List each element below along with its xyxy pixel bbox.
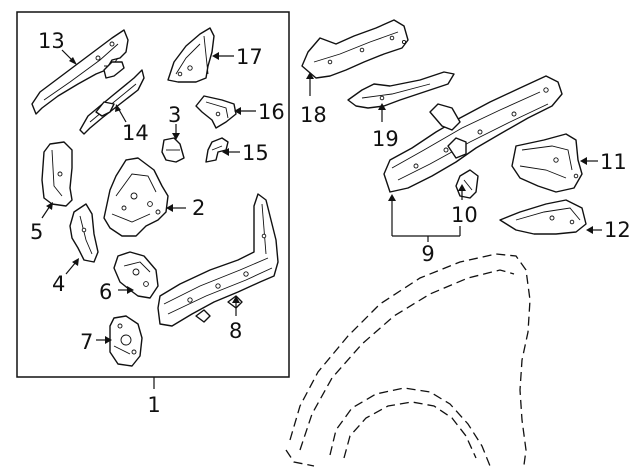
callout-19: 19 bbox=[372, 127, 399, 151]
arrow-14 bbox=[115, 104, 121, 112]
part-6-bracket-plate bbox=[113, 251, 159, 299]
arrow-6 bbox=[127, 286, 134, 294]
callout-17: 17 bbox=[236, 45, 263, 69]
fender-outline bbox=[285, 253, 531, 467]
callout-15: 15 bbox=[242, 141, 269, 165]
arrow-15 bbox=[222, 148, 229, 156]
callout-10: 10 bbox=[451, 203, 478, 227]
part-8-side-rail bbox=[157, 193, 279, 327]
callout-5: 5 bbox=[30, 220, 43, 244]
arrow-12 bbox=[586, 226, 593, 234]
arrow-10 bbox=[458, 184, 466, 191]
arrow-5 bbox=[46, 202, 53, 210]
leader-4 bbox=[65, 261, 77, 275]
part-5-pillar bbox=[41, 141, 73, 207]
part-7-mount-plate bbox=[109, 315, 143, 367]
arrow-13 bbox=[69, 57, 77, 65]
callout-1: 1 bbox=[147, 393, 160, 417]
part-13-upper-rail bbox=[31, 29, 129, 115]
leader-5 bbox=[41, 205, 51, 219]
callout-2: 2 bbox=[192, 196, 205, 220]
callout-4: 4 bbox=[52, 272, 65, 296]
callout-13: 13 bbox=[38, 29, 65, 53]
part-4-brace bbox=[69, 203, 99, 263]
arrow-16 bbox=[234, 107, 241, 115]
part-2-apron-panel bbox=[103, 157, 169, 237]
part-17-bracket bbox=[167, 27, 215, 83]
callout-16: 16 bbox=[258, 100, 285, 124]
part-3-small-bracket bbox=[161, 137, 185, 163]
callout-14: 14 bbox=[122, 121, 149, 145]
arrow-19 bbox=[378, 103, 386, 110]
part-14-reinforcement bbox=[79, 69, 145, 135]
callout-3: 3 bbox=[168, 103, 181, 127]
part-10-bracket bbox=[455, 169, 479, 199]
callout-8: 8 bbox=[229, 319, 242, 343]
callout-12: 12 bbox=[604, 218, 631, 242]
part-18-upper-rail bbox=[301, 19, 409, 79]
arrow-3 bbox=[172, 133, 180, 140]
arrow-18 bbox=[306, 72, 314, 79]
callout-6: 6 bbox=[99, 280, 112, 304]
arrow-4 bbox=[72, 258, 79, 266]
part-16-gusset bbox=[195, 95, 237, 129]
arrow-17 bbox=[212, 52, 219, 60]
part-9-frame-rail bbox=[383, 75, 563, 193]
callout-7: 7 bbox=[80, 330, 93, 354]
arrow-8 bbox=[232, 296, 240, 303]
arrow-2 bbox=[166, 204, 173, 212]
arrow-11 bbox=[580, 157, 587, 165]
callout-11: 11 bbox=[600, 150, 627, 174]
part-15-clip bbox=[205, 137, 229, 163]
arrow-7 bbox=[105, 336, 112, 344]
part-19-reinforcement bbox=[347, 71, 455, 109]
callout-18: 18 bbox=[300, 103, 327, 127]
group-frame-1 bbox=[16, 11, 290, 378]
callout-9: 9 bbox=[421, 242, 434, 266]
part-11-wheelhouse bbox=[511, 133, 583, 193]
part-12-lower-panel bbox=[499, 199, 587, 235]
arrow-9 bbox=[388, 194, 396, 201]
